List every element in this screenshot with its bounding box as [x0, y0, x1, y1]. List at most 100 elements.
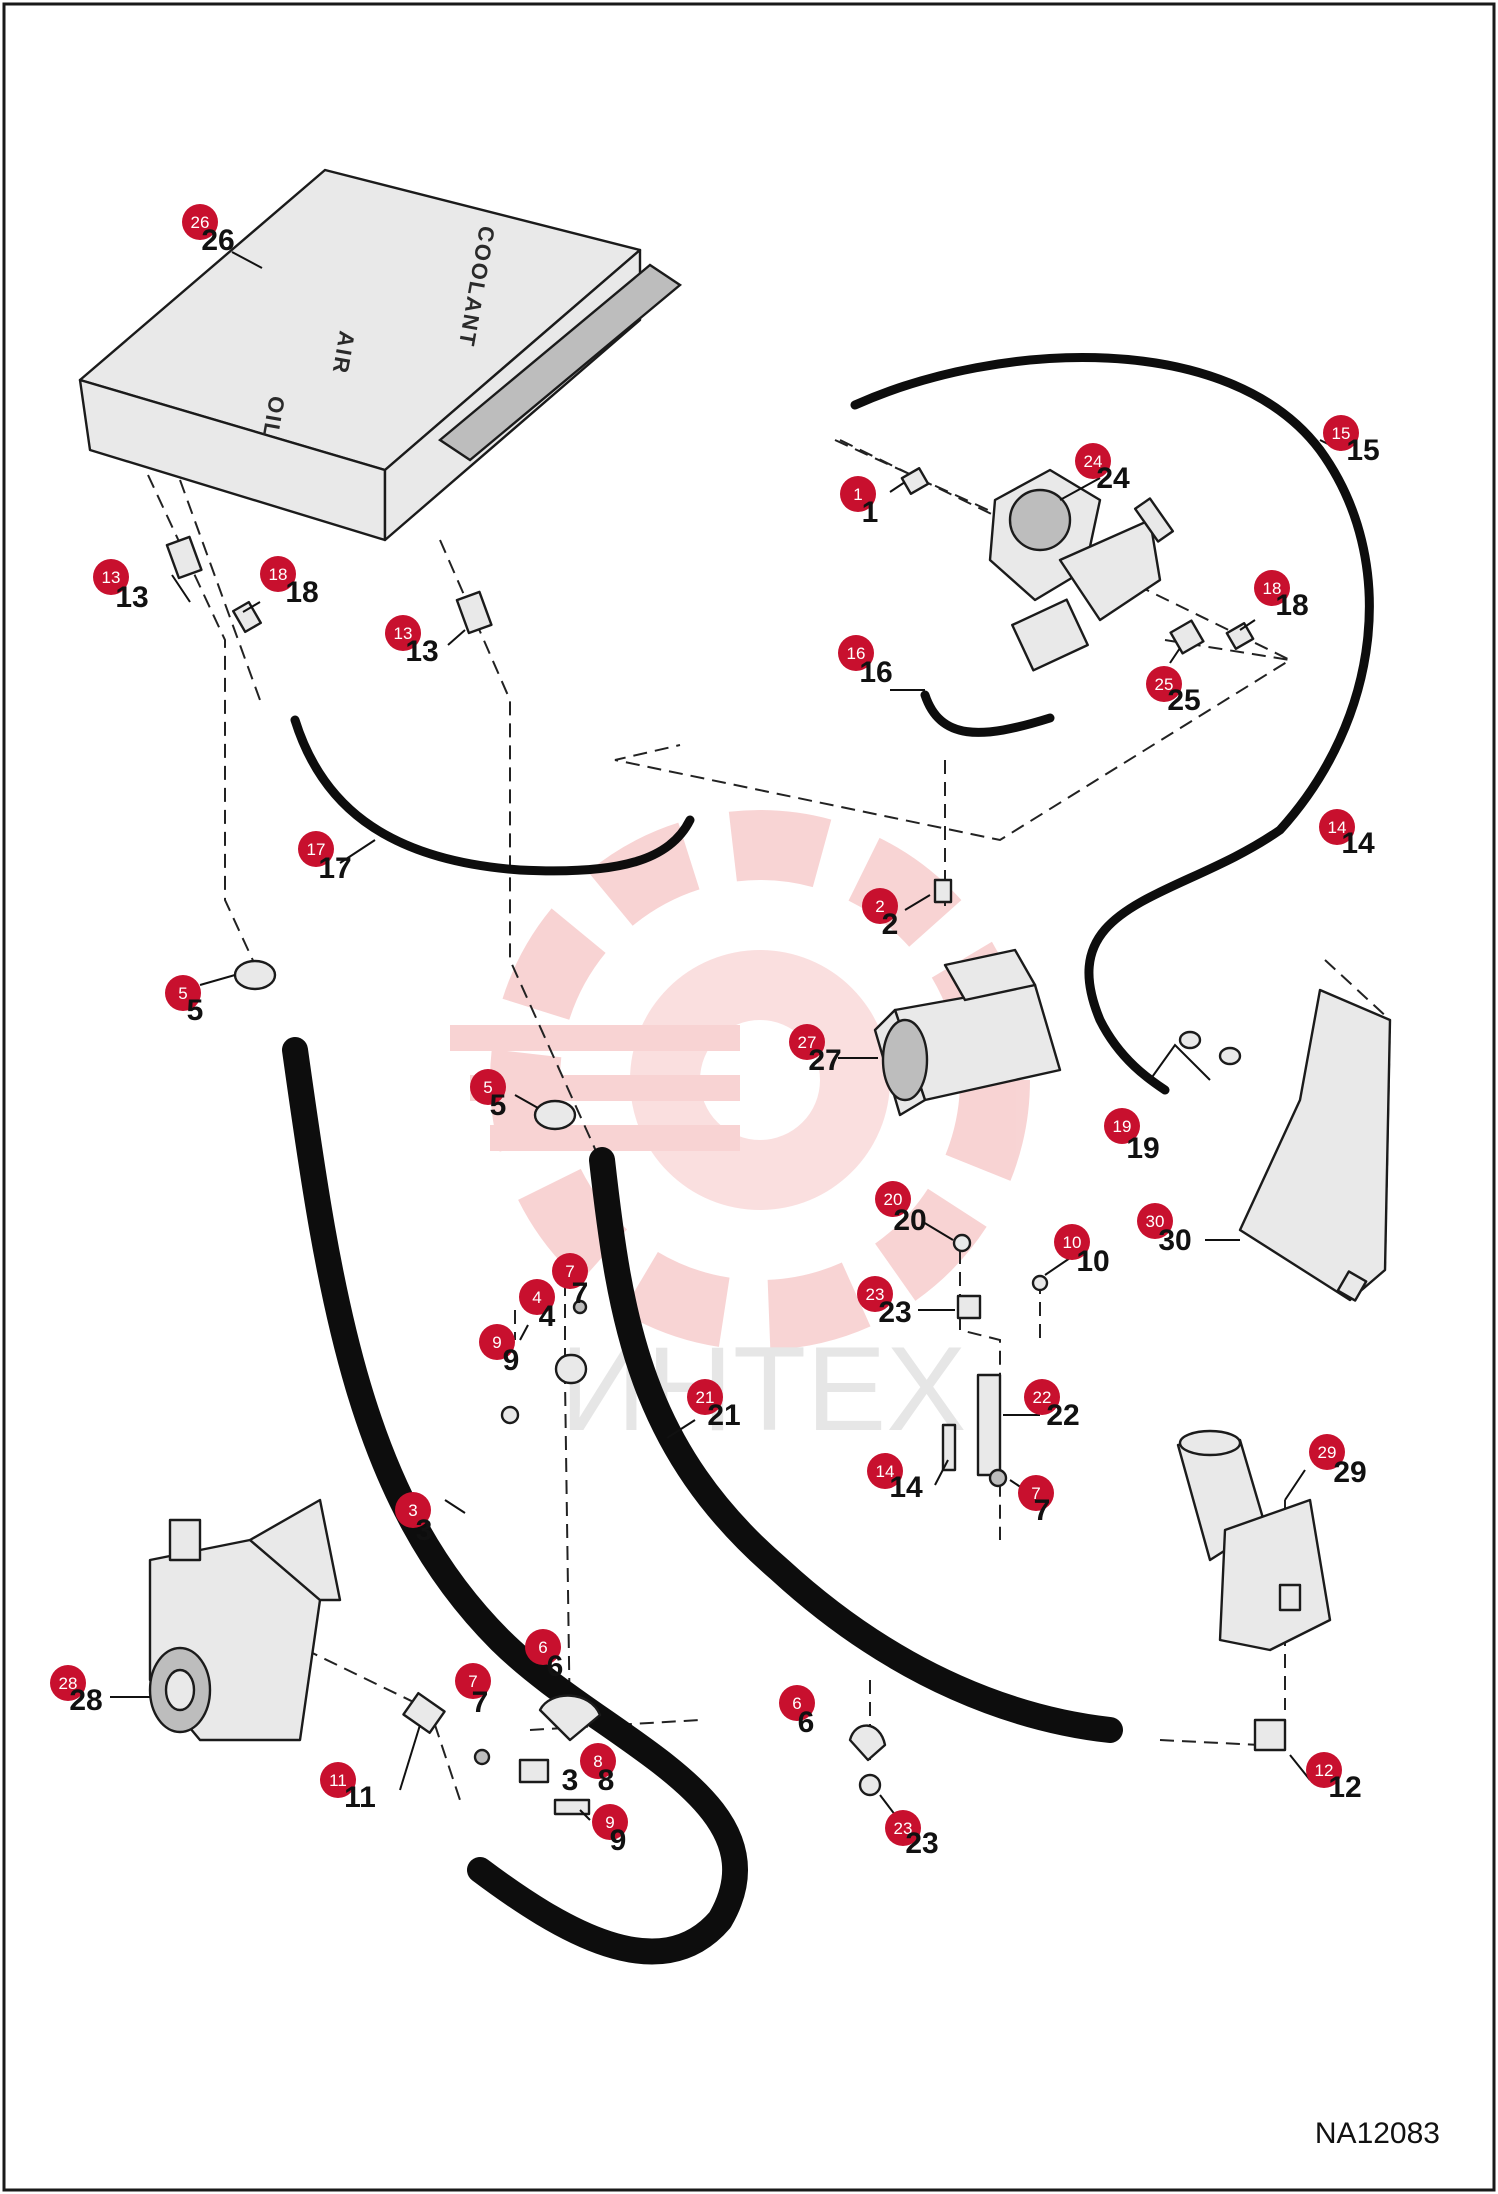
callout-9b: 99 — [592, 1804, 628, 1857]
svg-text:3: 3 — [416, 1514, 433, 1547]
svg-text:14: 14 — [889, 1471, 923, 1504]
svg-text:19: 19 — [1113, 1117, 1132, 1136]
svg-text:19: 19 — [1126, 1132, 1159, 1165]
svg-text:27: 27 — [798, 1033, 817, 1052]
watermark-logo — [450, 810, 1030, 1350]
svg-text:5: 5 — [178, 984, 187, 1003]
svg-text:10: 10 — [1063, 1233, 1082, 1252]
svg-text:21: 21 — [696, 1388, 715, 1407]
svg-text:29: 29 — [1333, 1456, 1366, 1489]
svg-text:13: 13 — [394, 624, 413, 643]
drawing-number: NA12083 — [1315, 2117, 1440, 2150]
svg-text:8: 8 — [593, 1752, 602, 1771]
hoses — [282, 353, 1374, 1965]
drive-motor-assembly — [148, 1498, 342, 1742]
svg-text:6: 6 — [798, 1706, 815, 1739]
svg-text:20: 20 — [884, 1190, 903, 1209]
callout-6b: 66 — [779, 1685, 815, 1739]
svg-text:14: 14 — [1341, 827, 1375, 860]
callout-9a: 99 — [479, 1324, 519, 1377]
svg-text:17: 17 — [318, 852, 351, 885]
svg-text:5: 5 — [187, 994, 204, 1027]
svg-text:17: 17 — [307, 840, 326, 859]
svg-text:22: 22 — [1033, 1388, 1052, 1407]
svg-text:16: 16 — [847, 644, 866, 663]
svg-text:7: 7 — [472, 1686, 489, 1719]
svg-text:5: 5 — [483, 1078, 492, 1097]
svg-text:21: 21 — [707, 1399, 740, 1432]
svg-text:3: 3 — [408, 1501, 417, 1520]
svg-text:30: 30 — [1158, 1224, 1191, 1257]
callout-7b: 77 — [1018, 1475, 1054, 1527]
mounting-bracket — [1238, 988, 1392, 1302]
callout-8: 88 — [580, 1743, 616, 1797]
filter-assembly — [1176, 1429, 1332, 1652]
svg-text:13: 13 — [405, 635, 438, 668]
svg-text:18: 18 — [269, 565, 288, 584]
svg-text:5: 5 — [490, 1089, 507, 1122]
callout-7c: 77 — [455, 1663, 491, 1719]
svg-text:23: 23 — [894, 1819, 913, 1838]
svg-text:28: 28 — [59, 1674, 78, 1693]
svg-text:16: 16 — [859, 656, 892, 689]
svg-text:10: 10 — [1076, 1245, 1109, 1278]
svg-text:24: 24 — [1084, 452, 1103, 471]
svg-text:9: 9 — [492, 1333, 501, 1352]
svg-text:9: 9 — [610, 1824, 627, 1857]
svg-text:13: 13 — [102, 568, 121, 587]
svg-text:29: 29 — [1318, 1443, 1337, 1462]
svg-text:6: 6 — [538, 1638, 547, 1657]
svg-text:11: 11 — [344, 1781, 376, 1814]
svg-text:25: 25 — [1167, 684, 1200, 717]
svg-text:24: 24 — [1096, 462, 1130, 495]
svg-text:4: 4 — [532, 1288, 541, 1307]
svg-text:26: 26 — [191, 213, 210, 232]
svg-text:7: 7 — [572, 1277, 589, 1310]
svg-text:8: 8 — [598, 1764, 615, 1797]
callout-3b: 3 — [562, 1764, 579, 1797]
svg-text:7: 7 — [565, 1262, 574, 1281]
svg-text:20: 20 — [893, 1204, 926, 1237]
svg-text:23: 23 — [878, 1296, 911, 1329]
svg-text:18: 18 — [1263, 579, 1282, 598]
svg-text:15: 15 — [1332, 424, 1351, 443]
callout-6a: 66 — [525, 1629, 563, 1683]
svg-text:15: 15 — [1346, 434, 1379, 467]
svg-text:18: 18 — [285, 576, 318, 609]
callout-5a: 55 — [165, 975, 203, 1027]
svg-text:7: 7 — [1034, 1494, 1051, 1527]
svg-text:28: 28 — [69, 1684, 102, 1717]
svg-text:23: 23 — [905, 1827, 938, 1860]
svg-text:2: 2 — [882, 908, 899, 941]
callout-7a: 77 — [552, 1253, 588, 1310]
svg-text:2: 2 — [875, 897, 884, 916]
gear-pump-assembly — [873, 948, 1062, 1117]
svg-text:14: 14 — [876, 1462, 895, 1481]
callout-5b: 55 — [470, 1069, 506, 1122]
fittings — [165, 467, 1287, 1816]
svg-text:1: 1 — [862, 496, 879, 529]
svg-text:7: 7 — [1031, 1484, 1040, 1503]
svg-text:6: 6 — [547, 1650, 564, 1683]
